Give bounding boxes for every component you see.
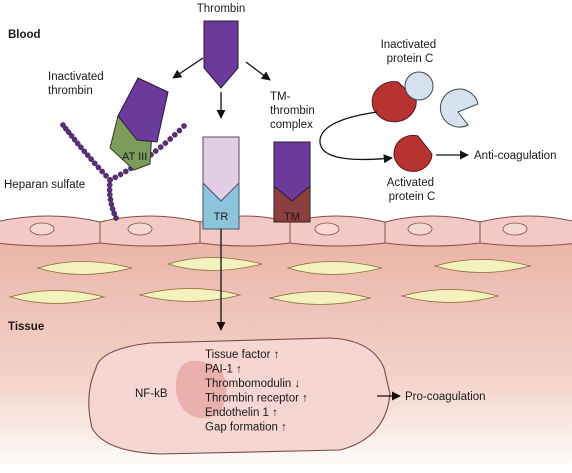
nucleus <box>314 222 340 236</box>
inactivated-thrombin-complex <box>109 77 169 171</box>
protein-c-inactive-blue-right <box>439 88 479 128</box>
smooth-muscle-cell <box>400 289 500 303</box>
label-apc-line2: protein C <box>389 191 436 203</box>
effects-list: Tissue factor ↑ PAI-1 ↑ Thrombomodulin ↓… <box>205 349 311 434</box>
label-inactivated-thrombin: Inactivated thrombin <box>48 71 107 97</box>
smooth-muscle-cell <box>138 288 242 302</box>
heparan-bead <box>71 136 78 143</box>
heparan-bead <box>99 168 105 175</box>
region-label-blood: Blood <box>8 29 41 41</box>
heparan-bead <box>157 144 164 150</box>
region-label-tissue: Tissue <box>8 321 44 333</box>
effect-item: Endothelin 1 ↑ <box>205 407 278 419</box>
heparan-bead <box>88 156 94 162</box>
label-nfkb: NF-kB <box>135 388 168 400</box>
tm-thrombin-complex <box>273 141 311 223</box>
label-inactivated-thrombin-line1: Inactivated <box>48 71 104 83</box>
nucleus <box>127 222 153 236</box>
smooth-muscle-layer <box>8 257 532 305</box>
heparan-bead <box>106 187 113 193</box>
nucleus <box>29 222 55 236</box>
label-inactivated-protein-c: Inactivated protein C <box>381 39 440 65</box>
heparan-bead <box>109 206 116 212</box>
smooth-muscle-cell <box>268 291 372 305</box>
label-tr: TR <box>214 211 229 223</box>
curve-arrow-activation <box>319 111 393 164</box>
heparan-bead <box>107 177 113 183</box>
smooth-muscle-cell <box>8 290 106 304</box>
heparan-bead <box>176 127 183 134</box>
heparan-bead <box>108 201 115 207</box>
tr-cleaved-top <box>202 136 240 202</box>
label-ipc-line2: protein C <box>387 53 434 65</box>
label-thrombin: Thrombin <box>197 3 246 15</box>
label-inactivated-thrombin-line2: thrombin <box>48 85 93 97</box>
tm-thrombin-shape <box>273 141 311 202</box>
smooth-muscle-cell <box>286 261 383 275</box>
label-tm-thrombin-complex: TM- thrombin complex <box>270 91 318 131</box>
heparan-bead <box>181 123 187 129</box>
label-tm-line2: thrombin <box>270 105 315 117</box>
heparan-bead <box>103 172 109 179</box>
smooth-muscle-cell <box>166 257 263 271</box>
effect-item: Tissue factor ↑ <box>205 349 279 361</box>
effect-item: PAI-1 ↑ <box>205 364 242 376</box>
label-procoagulation: Pro-coagulation <box>405 391 486 403</box>
tissue-cell-nucleus <box>175 360 227 419</box>
tissue-cell <box>88 337 391 455</box>
arrow-to-inactivated-thrombin <box>172 57 204 79</box>
smooth-muscle-cell <box>36 261 133 275</box>
endothelial-nuclei <box>29 222 528 236</box>
label-tm: TM <box>284 211 300 223</box>
label-at3: AT III <box>122 151 147 163</box>
heparan-bead <box>152 148 159 154</box>
protein-c-inactive-blue-top <box>404 71 434 101</box>
heparan-bead <box>112 174 119 181</box>
heparan-bead <box>78 144 84 151</box>
protein-c-activated <box>393 134 433 172</box>
heparan-bead <box>84 152 91 158</box>
arrow-to-tm-complex <box>245 61 271 81</box>
heparan-bead <box>91 160 98 167</box>
heparan-bead <box>81 148 88 155</box>
heparan-bead <box>117 171 124 178</box>
heparan-bead <box>171 131 178 138</box>
smooth-muscle-cell <box>433 259 532 273</box>
heparan-bead <box>162 140 169 146</box>
inactivated-thrombin-shape <box>117 77 169 143</box>
label-anticoagulation: Anti-coagulation <box>474 150 556 162</box>
nucleus <box>407 222 433 236</box>
heparan-bead <box>107 196 114 203</box>
protein-c-inactive-red <box>371 81 417 123</box>
thrombin-shape <box>203 20 239 89</box>
nucleus <box>502 222 528 236</box>
heparan-bead <box>60 122 66 128</box>
label-ipc-line1: Inactivated <box>381 39 437 51</box>
label-apc-line1: Activated <box>387 177 434 189</box>
effect-item: Gap formation ↑ <box>205 422 287 434</box>
heparan-bead <box>95 164 102 171</box>
label-heparan-sulfate: Heparan sulfate <box>4 179 85 191</box>
heparan-bead <box>74 140 81 147</box>
heparan-bead <box>167 136 173 142</box>
heparan-bead <box>107 191 113 198</box>
effect-item: Thrombomodulin ↓ <box>205 378 300 390</box>
heparan-bead <box>68 133 75 139</box>
heparan-bead <box>106 182 113 188</box>
label-activated-protein-c: Activated protein C <box>387 177 438 203</box>
effect-item: Thrombin receptor ↑ <box>205 393 308 405</box>
thrombin-receptor <box>202 136 240 230</box>
endothelial-cell <box>384 215 481 247</box>
label-tm-line3: complex <box>270 119 313 131</box>
label-tm-line1: TM- <box>270 91 291 103</box>
protein-c-group <box>371 71 479 172</box>
heparan-bead <box>123 168 129 175</box>
